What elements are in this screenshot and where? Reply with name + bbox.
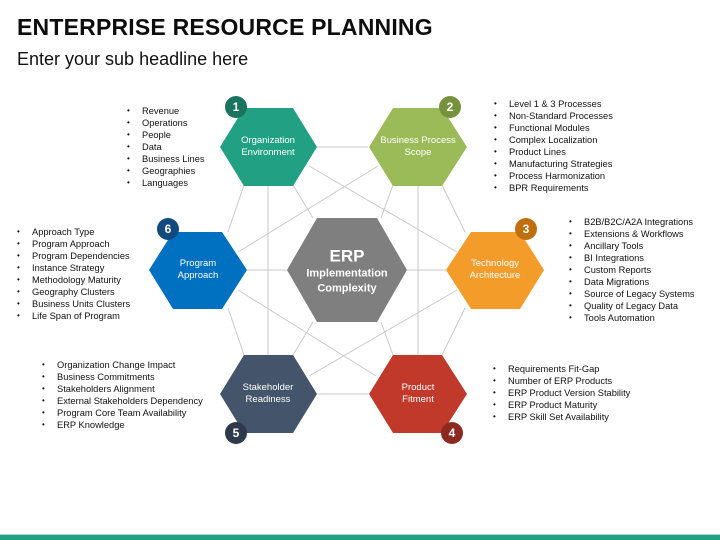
bullet-item: Approach Type — [17, 226, 130, 238]
bullet-item: Process Harmonization — [494, 170, 613, 182]
bullet-item: Data Migrations — [569, 276, 695, 288]
bullet-item: Instance Strategy — [17, 262, 130, 274]
bullet-item: B2B/B2C/A2A Integrations — [569, 216, 695, 228]
bullet-item: Methodology Maturity — [17, 274, 130, 286]
bullet-item: Functional Modules — [494, 122, 613, 134]
bullet-list-2: Level 1 & 3 Processes Non-Standard Proce… — [494, 98, 613, 194]
hex-node-6[interactable] — [149, 232, 247, 309]
center-label: ERP Implementation Complexity — [287, 246, 407, 297]
hex-label-2-line2: Scope — [404, 147, 432, 158]
bullet-item: People — [127, 129, 205, 141]
page-subtitle: Enter your sub headline here — [17, 49, 249, 69]
center-line1: Implementation — [306, 267, 388, 280]
footer-accent-bar — [0, 534, 720, 540]
hex-label-6-line1: Program — [179, 258, 217, 269]
bullet-item: ERP Skill Set Availability — [493, 411, 630, 423]
bullet-item: Languages — [127, 177, 205, 189]
number-badge-2: 2 — [439, 96, 461, 118]
number-badge-1: 1 — [225, 96, 247, 118]
bullet-item: Requirements Fit-Gap — [493, 363, 630, 375]
bullet-item: ERP Product Version Stability — [493, 387, 630, 399]
bullet-item: Program Dependencies — [17, 250, 130, 262]
bullet-item: ERP Product Maturity — [493, 399, 630, 411]
number-badge-6: 6 — [157, 218, 179, 240]
hex-label-4-line2: Fitment — [402, 394, 434, 405]
bullet-list-4: Requirements Fit-Gap Number of ERP Produ… — [493, 363, 630, 423]
bullet-item: Business Units Clusters — [17, 298, 130, 310]
hex-label-1: Organization Environment — [220, 135, 316, 159]
bullet-item: Manufacturing Strategies — [494, 158, 613, 170]
hex-label-1-line2: Environment — [241, 147, 295, 158]
center-line2: Complexity — [317, 282, 377, 295]
bullet-item: Quality of Legacy Data — [569, 300, 695, 312]
bullet-item: Level 1 & 3 Processes — [494, 98, 613, 110]
hexagons — [149, 108, 544, 433]
hex-center[interactable] — [287, 218, 407, 322]
hex-label-5-line2: Readiness — [245, 394, 291, 405]
bullet-list-1: Revenue Operations People Data Business … — [127, 105, 205, 189]
bullet-item: Product Lines — [494, 146, 613, 158]
hex-node-1[interactable] — [220, 108, 317, 186]
hex-label-3-line1: Technology — [470, 258, 520, 269]
hex-label-2-line1: Business Process — [380, 135, 456, 146]
hex-label-4-line1: Product — [401, 382, 435, 393]
hex-node-5[interactable] — [220, 355, 317, 433]
bullet-item: Operations — [127, 117, 205, 129]
bullet-item: Business Commitments — [42, 371, 203, 383]
bullet-item: Number of ERP Products — [493, 375, 630, 387]
hex-node-4[interactable] — [369, 355, 467, 433]
bullet-item: Extensions & Workflows — [569, 228, 695, 240]
bullet-item: Stakeholders Alignment — [42, 383, 203, 395]
hex-node-2[interactable] — [369, 108, 467, 186]
bullet-item: Data — [127, 141, 205, 153]
center-title: ERP — [329, 246, 365, 266]
bullet-item: BPR Requirements — [494, 182, 613, 194]
bullet-item: External Stakeholders Dependency — [42, 395, 203, 407]
page-title: ENTERPRISE RESOURCE PLANNING — [17, 14, 433, 40]
number-badge-3: 3 — [515, 218, 537, 240]
hex-label-4: Product Fitment — [370, 382, 466, 406]
bullet-item: Custom Reports — [569, 264, 695, 276]
number-badge-4: 4 — [441, 422, 463, 444]
bullet-item: Tools Automation — [569, 312, 695, 324]
bullet-item: Program Approach — [17, 238, 130, 250]
bullet-list-3: B2B/B2C/A2A Integrations Extensions & Wo… — [569, 216, 695, 324]
bullet-list-6: Approach Type Program Approach Program D… — [17, 226, 130, 322]
bullet-item: Source of Legacy Systems — [569, 288, 695, 300]
bullet-item: Program Core Team Availability — [42, 407, 203, 419]
bullet-item: Business Lines — [127, 153, 205, 165]
bullet-item: Geographies — [127, 165, 205, 177]
hex-label-5: Stakeholder Readiness — [220, 382, 316, 406]
hex-node-3[interactable] — [446, 232, 544, 309]
hex-label-3: Technology Architecture — [447, 258, 543, 282]
number-badge-5: 5 — [225, 422, 247, 444]
hex-label-6-line2: Approach — [177, 270, 219, 281]
hex-label-6: Program Approach — [150, 258, 246, 282]
bullet-item: Non-Standard Processes — [494, 110, 613, 122]
bullet-item: Ancillary Tools — [569, 240, 695, 252]
bullet-item: BI Integrations — [569, 252, 695, 264]
bullet-item: Revenue — [127, 105, 205, 117]
hex-label-2: Business Process Scope — [370, 135, 466, 159]
bullet-item: Life Span of Program — [17, 310, 130, 322]
bullet-item: ERP Knowledge — [42, 419, 203, 431]
hex-label-3-line2: Architecture — [469, 270, 521, 281]
bullet-item: Geography Clusters — [17, 286, 130, 298]
hex-label-5-line1: Stakeholder — [242, 382, 294, 393]
hex-label-1-line1: Organization — [241, 135, 295, 146]
bullet-item: Complex Localization — [494, 134, 613, 146]
connector-lines — [227, 146, 466, 395]
bullet-list-5: Organization Change Impact Business Comm… — [42, 359, 203, 431]
bullet-item: Organization Change Impact — [42, 359, 203, 371]
